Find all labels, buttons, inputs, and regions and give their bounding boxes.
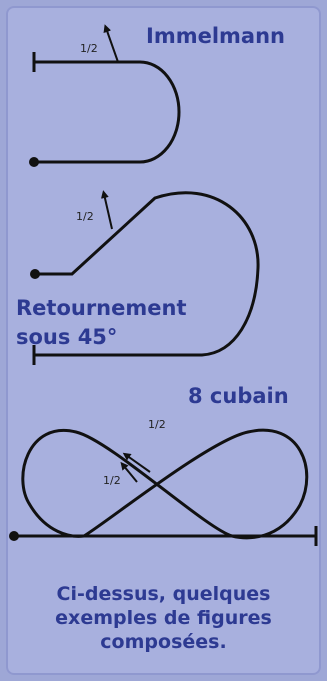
huit-cubain-start-dot: [9, 531, 19, 541]
immelmann-half-roll-arrow: [103, 24, 119, 63]
diagram-panel: [6, 6, 321, 675]
huit-cubain-fraction-a: 1/2: [148, 418, 166, 431]
huit-cubain-right-loop: [83, 428, 309, 540]
retournement-title-line1: Retournement: [16, 296, 187, 320]
huit-cubain-title: 8 cubain: [188, 384, 289, 408]
huit-cubain-fraction-b: 1/2: [103, 474, 121, 487]
caption-line3: composées.: [100, 631, 227, 653]
immelmann-fraction-label: 1/2: [80, 42, 98, 55]
huit-cubain-arrow-lower: [120, 461, 138, 483]
immelmann-figure: [32, 24, 181, 164]
retournement-path: [34, 191, 260, 357]
huit-cubain-left-loop: [21, 428, 233, 538]
retournement-half-roll-arrow: [100, 190, 113, 230]
huit-cubain-arrow-upper: [122, 452, 151, 473]
caption: Ci-dessus, quelques exemples de figures …: [0, 582, 327, 654]
retournement-start-dot: [30, 269, 40, 279]
retournement-fraction-label: 1/2: [76, 210, 94, 223]
immelmann-end-dot: [29, 157, 39, 167]
caption-line1: Ci-dessus, quelques: [56, 583, 271, 605]
retournement-figure: [32, 190, 260, 365]
huit-cubain-figure: [14, 428, 318, 546]
retournement-title-line2: sous 45°: [16, 325, 118, 349]
immelmann-title: Immelmann: [146, 24, 285, 48]
caption-line2: exemples de figures: [55, 607, 272, 629]
retournement-title: Retournement sous 45°: [16, 294, 187, 352]
immelmann-path: [34, 60, 181, 164]
